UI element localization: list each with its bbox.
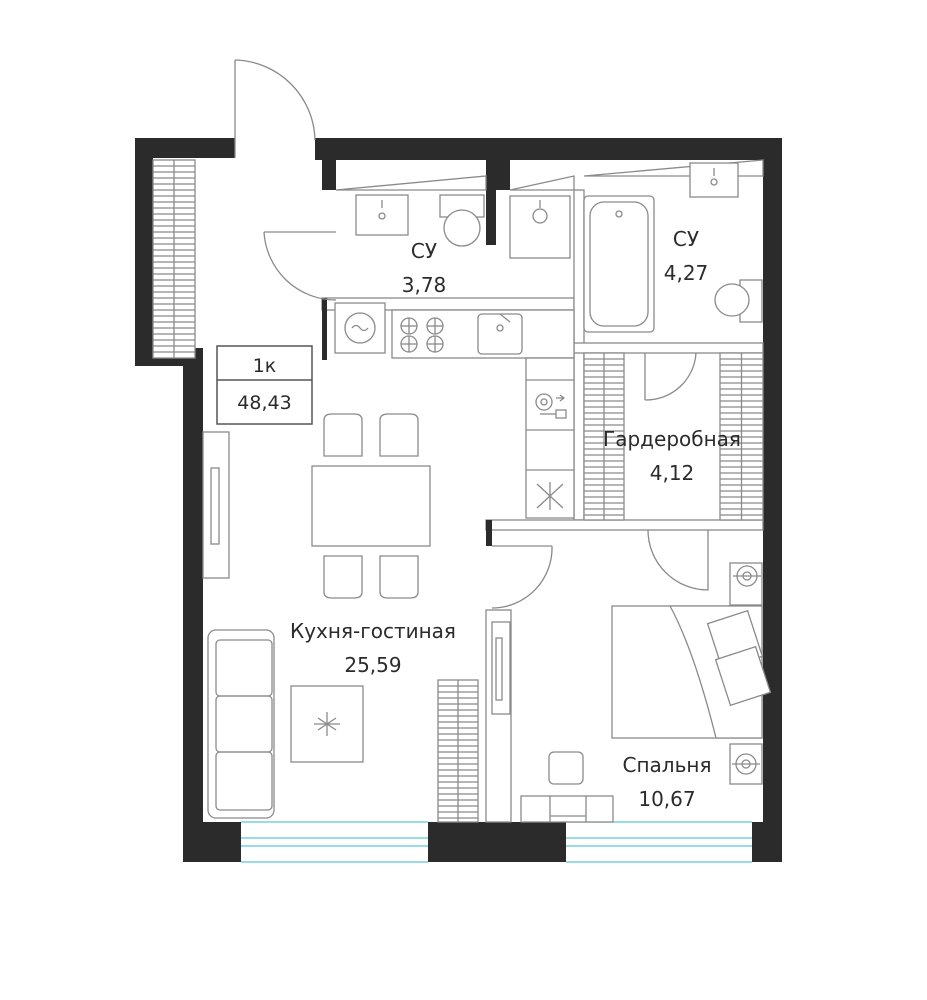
room-bathroom-1-name: СУ xyxy=(411,239,437,263)
bath1-shelf xyxy=(335,175,487,191)
wall-top-right xyxy=(315,138,782,160)
living-furniture xyxy=(202,413,431,819)
bed xyxy=(611,605,772,739)
hall-storage xyxy=(152,159,479,823)
rug xyxy=(290,685,364,763)
wall-right xyxy=(763,138,782,862)
wall-kitchen-niche-left xyxy=(322,298,327,360)
room-bathroom-1-area: 3,78 xyxy=(402,273,447,297)
wardrobe-shelves xyxy=(583,352,764,521)
room-bathroom-2-name: СУ xyxy=(673,227,699,251)
wardrobe-right-shelving xyxy=(719,352,764,521)
room-living-kitchen-area: 25,59 xyxy=(344,653,401,677)
ventilation-icon xyxy=(536,482,564,510)
wall-bath2-bottom xyxy=(573,342,764,354)
cooktop-icon xyxy=(400,317,444,353)
wall-left-lower xyxy=(183,348,203,862)
wall-bath-separator xyxy=(486,190,496,245)
bathroom-1-fixtures xyxy=(334,175,487,354)
room-labels: СУ 3,78 СУ 4,27 Гардеробная 4,12 Кухня-г… xyxy=(290,227,741,811)
desk-chair xyxy=(548,751,584,785)
nightstand-top-icon xyxy=(729,562,763,606)
tv-unit xyxy=(202,431,230,579)
sofa xyxy=(207,629,275,819)
desk xyxy=(520,795,614,823)
window-bedroom xyxy=(566,821,752,863)
sink-drain-icon xyxy=(378,212,386,220)
apartment-total-area: 48,43 xyxy=(237,392,291,414)
wall-bath-separator-top xyxy=(486,160,510,190)
room-bedroom-name: Спальня xyxy=(623,753,712,777)
wall-wardrobe-left xyxy=(573,189,585,521)
entrance-door xyxy=(234,59,316,158)
nightstand-bottom-icon xyxy=(729,743,763,785)
door-swings xyxy=(263,231,709,609)
room-bathroom-2-area: 4,27 xyxy=(664,261,709,285)
apartment-type: 1к xyxy=(253,355,277,377)
hall-wardrobe-shelving xyxy=(152,159,196,359)
wall-bottom-left xyxy=(183,822,241,862)
wall-top-left xyxy=(135,138,235,158)
window-kitchen xyxy=(241,821,428,863)
wall-left-upper xyxy=(135,138,153,366)
wardrobe-left-shelving xyxy=(583,352,625,521)
room-bedroom-area: 10,67 xyxy=(638,787,695,811)
toilet-bowl-icon xyxy=(714,283,750,317)
wall-bedroom-corner xyxy=(486,520,492,546)
wall-bedroom-top xyxy=(485,519,764,531)
living-shelving xyxy=(437,679,479,823)
kitchen-sink-icon xyxy=(477,313,523,355)
wall-bottom-middle xyxy=(428,822,566,862)
plant-icon xyxy=(314,712,340,736)
wall-bottom-right xyxy=(752,822,782,862)
interior-walls xyxy=(321,160,764,823)
room-living-kitchen-name: Кухня-гостиная xyxy=(290,619,456,643)
bedroom-furniture xyxy=(491,562,772,823)
dining-table xyxy=(311,465,431,547)
boiler-icon xyxy=(535,393,567,419)
sink-drain-icon xyxy=(532,208,548,224)
kitchen-fixtures xyxy=(391,309,575,519)
room-wardrobe-area: 4,12 xyxy=(650,461,695,485)
toilet-bowl-icon xyxy=(443,209,481,247)
chairs xyxy=(323,413,419,599)
bathroom-2-fixtures xyxy=(509,159,764,333)
wall-bath1-stub xyxy=(322,160,336,190)
room-wardrobe-name: Гардеробная xyxy=(603,427,741,451)
bathtub-icon xyxy=(583,195,655,333)
apartment-badge: 1к 48,43 xyxy=(216,345,313,425)
